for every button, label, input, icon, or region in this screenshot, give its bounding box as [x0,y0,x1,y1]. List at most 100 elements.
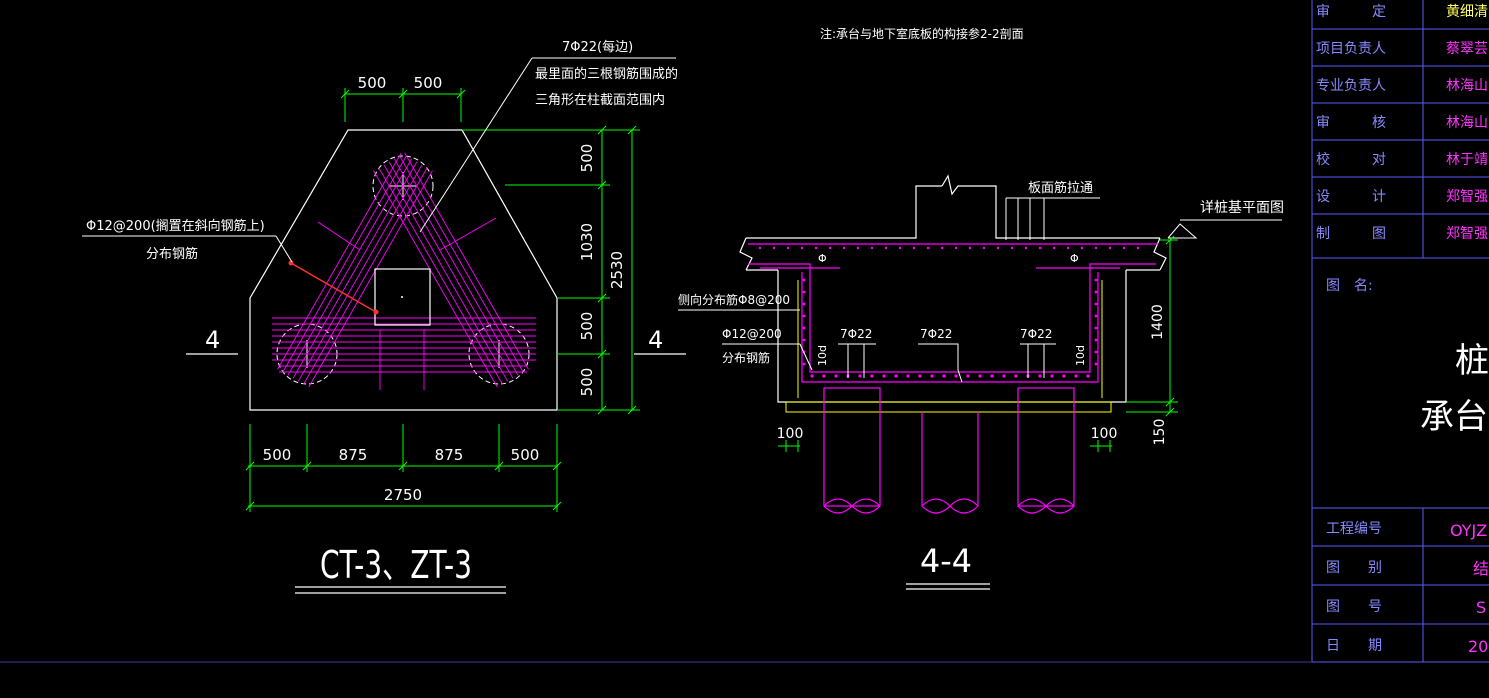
rebar-dot [1094,290,1098,294]
dim-cushion: 150 [1152,419,1168,446]
titleblock-role-label: 校 对 [1316,151,1386,168]
rebar-line [282,155,407,373]
bar-right-label: 7Φ22 [1020,327,1052,341]
rebar-dot [906,374,910,378]
cushion-layer [785,401,1112,413]
rebar-line [287,158,413,376]
rebar-dot [884,246,888,250]
rebar-dot [968,246,972,250]
rebar-line [393,158,519,376]
rebar-dot [842,246,846,250]
rebar-dot [814,246,818,250]
rebar-dot [1086,374,1090,378]
titleblock-person-name: 黄细清 [1446,3,1488,20]
rebar-dot [954,374,958,378]
bottom-dim-total: 2750 [384,486,422,504]
bottom-dim-3: 875 [435,446,464,464]
side-rebar [797,280,1103,398]
titleblock-person-name: 郑智强 [1446,226,1488,242]
rebar-dot [1094,278,1098,282]
rebar-dot [870,246,874,250]
titleblock-role-label: 制 图 [1316,226,1386,242]
rebar-dot [1038,374,1042,378]
rebar-dot [918,374,922,378]
rebar-dot [870,374,874,378]
rebar-dot [1094,350,1098,354]
rebar-dot [1094,326,1098,330]
rebar-line [308,170,433,388]
rebar-dot [800,246,804,250]
bottom-dim-2: 875 [339,446,368,464]
label-reference: 详桩基平面图 [1200,199,1284,216]
titleblock-role-label: 审 定 [1316,4,1386,20]
section-leaders [678,197,1282,383]
rebar-dot [1052,246,1056,250]
rebar-line [292,161,418,379]
dist-rebar-label-2: 分布钢筋 [146,246,198,262]
rebar-dot [1094,302,1098,306]
main-rebar-leader [419,57,676,233]
rebar-dot [966,374,970,378]
rebar-dot [1014,374,1018,378]
rebar-line [388,161,514,379]
rebar-dot [1038,246,1042,250]
rebar-dot [1024,246,1028,250]
rebar-dot [1108,246,1112,250]
general-note: 注:承台与地下室底板的构接参2-2剖面 [820,26,1024,41]
rebar-dot [930,374,934,378]
rebar-dot [1010,246,1014,250]
category-label: 图 别 [1326,560,1382,576]
phi-right: Φ [1070,252,1079,265]
rebar-dot [978,374,982,378]
rebar-dot [802,338,806,342]
rebar-dot [1002,374,1006,378]
rebar-dot [1094,362,1098,366]
rebar-dot [802,362,806,366]
top-dim-1: 500 [358,74,387,92]
cut-marker-left: 4 [205,326,220,354]
bottom-dim-1: 500 [263,446,292,464]
rebar-dot [990,374,994,378]
top-dim-2: 500 [414,74,443,92]
rebar-dot [1050,374,1054,378]
dist-rebar-label: Φ12@200(搁置在斜向钢筋上) [86,218,265,234]
distribution-line [439,217,497,251]
sheet-value: S [1476,598,1486,617]
rebar-dot [856,246,860,250]
titleblock-person-name: 林海山 [1446,115,1488,131]
rebar-line [277,152,402,370]
rebar-dot [1066,246,1070,250]
bar-mid-label: 7Φ22 [920,327,952,341]
distribution-line [317,221,361,251]
rebar-dot [894,374,898,378]
rebar-dot [802,326,806,330]
rebar-dot [834,374,838,378]
date-label: 日 期 [1326,638,1382,654]
rebar-dot [1080,246,1084,250]
right-dimensions [462,125,640,415]
main-rebar-note-1: 最里面的三根钢筋围成的 [535,66,678,82]
rebar-dot [810,374,814,378]
dist-rebar-leader [82,235,293,263]
titleblock-role-label: 设 计 [1316,189,1386,205]
label-side-rebar: 侧向分布筋Φ8@200 [678,292,790,307]
column-section [374,268,431,326]
section-title: 4-4 [920,542,972,580]
label-dist-rebar-2: 分布钢筋 [722,350,770,365]
rebar-dot [1074,374,1078,378]
section-rebars [748,243,1158,383]
bar-left-label: 7Φ22 [840,327,872,341]
rebar-dot [912,246,916,250]
right-dim-1: 500 [578,144,596,173]
titleblock-role-label: 项目负责人 [1316,41,1386,57]
rebar-dot [802,314,806,318]
section-dimensions [778,235,1178,452]
right-dim-4: 500 [578,368,596,397]
drawing-name-2: 承台配 [1420,397,1489,437]
rebar-dot [802,278,806,282]
section-piles [823,387,1075,514]
section-view: 板面筋拉通 详桩基平面图 侧向分布筋Φ8@200 Φ12@200 分布钢筋 7Φ… [678,174,1284,590]
rebar-line [399,155,524,373]
pile-circles [276,155,530,385]
plan-title: CT-3、ZT-3 [320,543,472,587]
